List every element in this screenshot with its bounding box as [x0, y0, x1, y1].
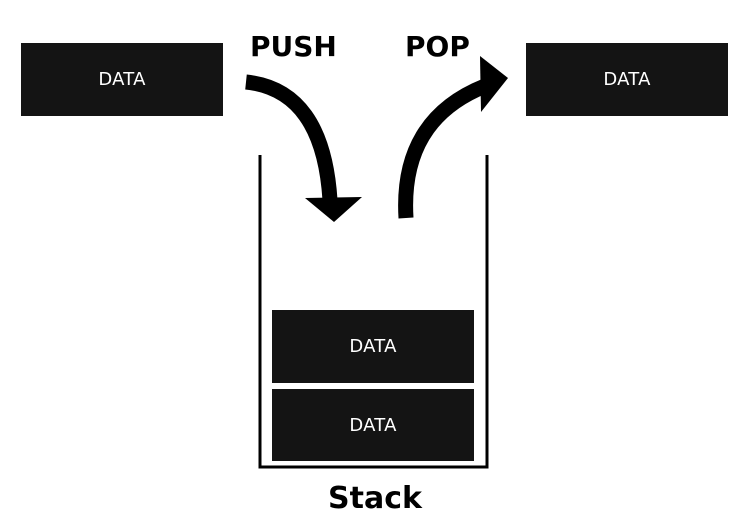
outgoing-data-block: DATA — [526, 43, 728, 116]
stack-item-label: DATA — [349, 414, 397, 436]
pop-arrow-head — [480, 56, 508, 112]
stack-item-bottom: DATA — [272, 389, 474, 461]
outgoing-data-label: DATA — [603, 69, 651, 90]
stack-item-label: DATA — [349, 336, 397, 357]
pop-label: POP — [405, 30, 470, 63]
stack-container — [258, 155, 489, 469]
incoming-data-label: DATA — [98, 69, 146, 90]
push-arrow-shaft — [244, 74, 338, 201]
stack-item-top: DATA — [272, 310, 474, 383]
pop-arrow-shaft — [398, 79, 488, 219]
stack-caption: Stack — [328, 481, 422, 516]
incoming-data-block: DATA — [21, 43, 223, 116]
push-label: PUSH — [250, 30, 337, 63]
push-arrow-head — [305, 197, 362, 222]
